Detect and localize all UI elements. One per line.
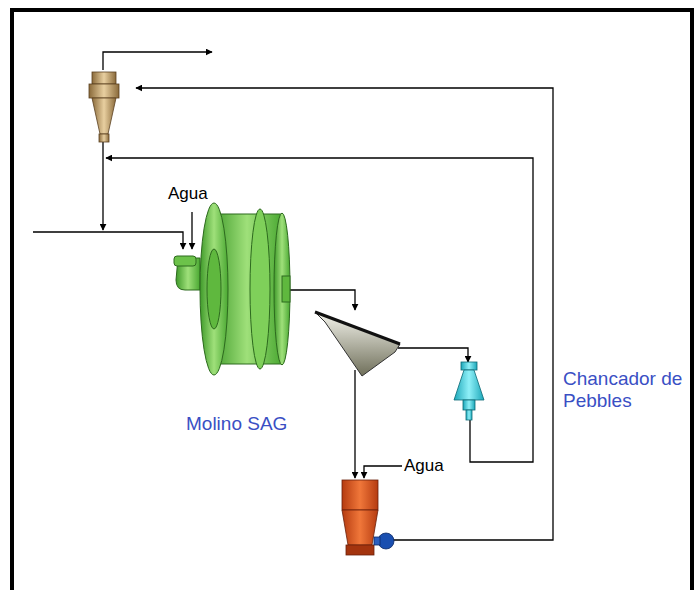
frame [12, 10, 692, 590]
flow-lines [33, 52, 553, 540]
equipment-label: Chancador de Pebbles [563, 368, 683, 412]
pebble-crusher [454, 362, 484, 420]
pump-box [342, 480, 394, 555]
equipment-label: Molino SAG [186, 413, 287, 435]
vibrating-screen [315, 312, 400, 376]
water-label: Agua [402, 456, 446, 476]
water-label: Agua [166, 184, 210, 204]
hydrocyclone [89, 72, 119, 142]
sag-mill [174, 203, 290, 375]
